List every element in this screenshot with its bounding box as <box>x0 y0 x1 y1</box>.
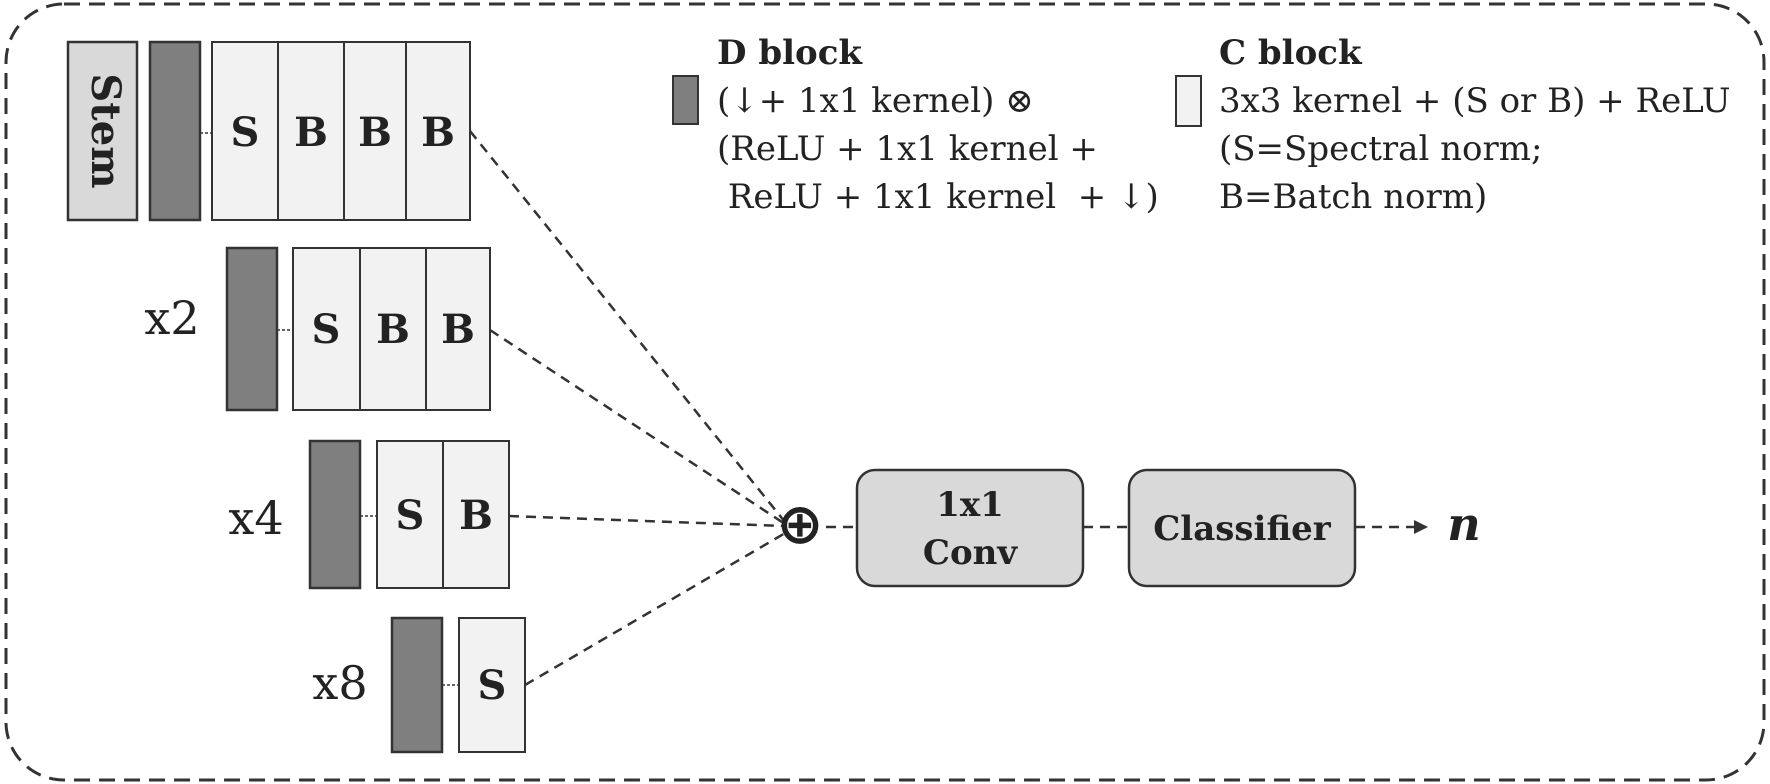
stage-3-multiplier: x4 <box>228 491 283 545</box>
stage-3-c-block-2 <box>442 440 510 589</box>
stage-2-multiplier: x2 <box>144 291 199 345</box>
connection-stage-3 <box>508 514 784 528</box>
outer-frame <box>4 2 1766 782</box>
legend-d-title: D block <box>717 33 863 73</box>
legend-d-line-2: (ReLU + 1x1 kernel + <box>717 129 1098 169</box>
stage-1-d-block <box>148 40 202 222</box>
stage-4-c-blocks: S <box>458 617 526 753</box>
legend-c-block: C block 3x3 kernel + (S or B) + ReLU (S=… <box>1175 33 1731 217</box>
stage-1-c-label-3: B <box>358 109 392 156</box>
classifier-box: Classifier <box>1127 468 1357 588</box>
conv-box-line2: Conv <box>923 533 1018 573</box>
stage-2-c-blocks: S B B <box>292 247 491 411</box>
stage-1-c-label-2: B <box>294 109 328 156</box>
legend-c-title: C block <box>1219 33 1363 73</box>
stage-connections <box>469 130 788 687</box>
output-label: n <box>1447 497 1480 551</box>
conv-box-line1: 1x1 <box>936 485 1004 525</box>
legend-d-line-1: (↓+ 1x1 kernel) ⊗ <box>717 81 1034 121</box>
stem-label: Stem <box>82 73 129 188</box>
stage-2-c-block-1 <box>292 247 361 411</box>
legend-c-line-2: (S=Spectral norm; <box>1219 129 1542 169</box>
conv-box: 1x1 Conv <box>855 468 1085 588</box>
stage-1-c-label-4: B <box>421 109 455 156</box>
stage-3: x4 S B <box>228 439 510 590</box>
legend-d-line-3: ReLU + 1x1 kernel + ↓) <box>717 177 1159 217</box>
stage-1-c-label-1: S <box>231 109 260 156</box>
legend-d-swatch <box>672 75 699 125</box>
stage-2-c-block-2 <box>359 247 427 411</box>
legend-c-swatch <box>1175 75 1202 127</box>
stage-4-d-block <box>390 616 444 754</box>
connection-stage-4 <box>524 530 788 687</box>
stage-2-c-label-1: S <box>312 306 341 353</box>
stage-1-c-block-4 <box>405 41 471 221</box>
stage-4-c-block-1 <box>458 617 526 753</box>
stage-3-c-label-1: S <box>396 492 425 539</box>
classifier-label: Classifier <box>1153 509 1332 549</box>
stage-1-c-blocks: S B B B <box>211 41 471 221</box>
stage-3-c-label-2: B <box>459 492 493 539</box>
connection-stage-2 <box>489 328 786 526</box>
legend-c-line-1: 3x3 kernel + (S or B) + ReLU <box>1219 81 1731 121</box>
stage-2-c-label-2: B <box>376 306 410 353</box>
stage-3-c-blocks: S B <box>376 440 510 589</box>
stage-2-c-block-3 <box>425 247 491 411</box>
legend-c-line-3: B=Batch norm) <box>1219 177 1487 217</box>
stage-2-d-block <box>225 246 279 412</box>
stage-4-multiplier: x8 <box>312 656 367 710</box>
stage-2: x2 S B B <box>144 246 491 412</box>
stage-2-c-label-3: B <box>441 306 475 353</box>
stage-1: S B B B <box>148 40 471 222</box>
stage-3-d-block <box>308 439 362 590</box>
stage-1-c-block-1 <box>211 41 279 221</box>
stem-block: Stem <box>66 40 139 222</box>
stage-4-c-label-1: S <box>478 662 507 709</box>
stage-4: x8 S <box>312 616 526 754</box>
legend-d-block: D block (↓+ 1x1 kernel) ⊗ (ReLU + 1x1 ke… <box>672 33 1159 217</box>
sum-node: ⊕ <box>777 492 824 557</box>
